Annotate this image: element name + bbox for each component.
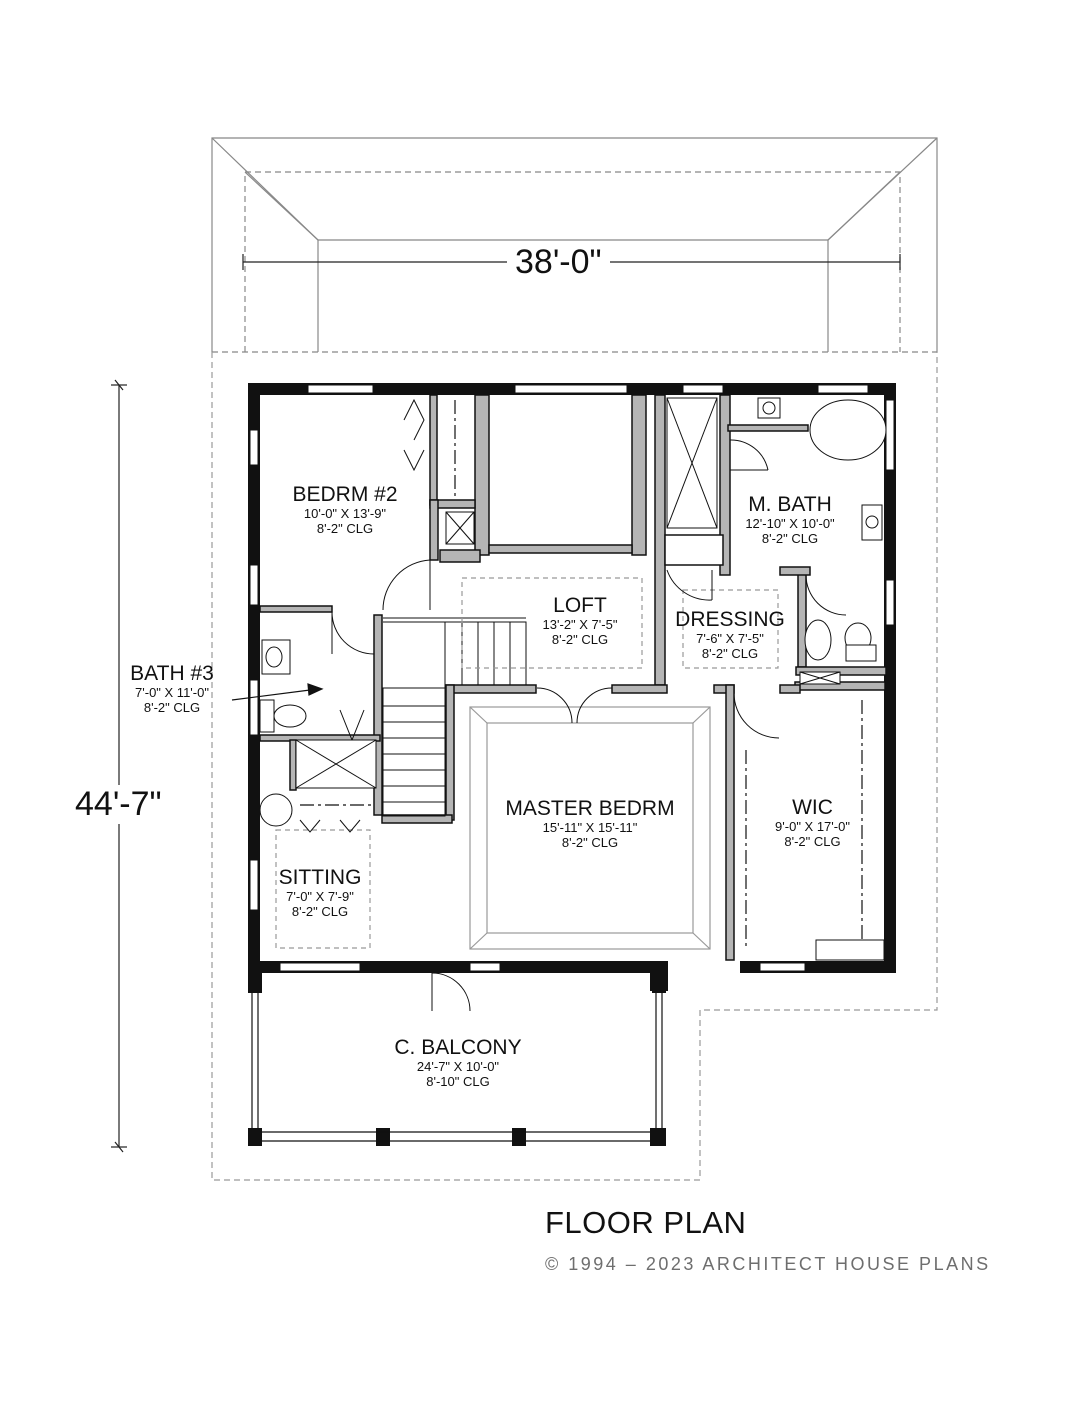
room-ceiling: 8'-2" CLG (143, 700, 201, 716)
bath-3-arrow (231, 683, 324, 701)
room-label-dressing: DRESSING 7'-6" X 7'-5" 8'-2" CLG (670, 608, 790, 662)
room-label-sitting: SITTING 7'-0" X 7'-9" 8'-2" CLG (265, 866, 375, 920)
room-size: 7'-0" X 11'-0" (135, 685, 209, 701)
room-name: M. BATH (748, 493, 832, 516)
room-name: WIC (792, 796, 833, 819)
room-ceiling: 8'-2" CLG (701, 646, 759, 662)
room-name: LOFT (553, 594, 607, 617)
room-ceiling: 8'-2" CLG (291, 904, 349, 920)
room-label-bedroom-2: BEDRM #2 10'-0" X 13'-9" 8'-2" CLG (270, 483, 420, 537)
balcony-structure (248, 973, 666, 1146)
room-size: 15'-11" X 15'-11" (542, 820, 638, 836)
room-name: DRESSING (675, 608, 785, 631)
room-size: 7'-0" X 7'-9" (286, 889, 354, 905)
room-name: MASTER BEDRM (505, 797, 675, 820)
ceiling-outlines (275, 577, 779, 950)
room-size: 12'-10" X 10'-0" (745, 516, 835, 532)
room-ceiling: 8'-2" CLG (551, 632, 609, 648)
room-ceiling: 8'-10" CLG (426, 1074, 490, 1090)
room-label-wic: WIC 9'-0" X 17'-0" 8'-2" CLG (750, 796, 875, 850)
room-label-balcony: C. BALCONY 24'-7" X 10'-0" 8'-10" CLG (368, 1036, 548, 1090)
room-size: 7'-6" X 7'-5" (696, 631, 764, 647)
room-size: 24'-7" X 10'-0" (416, 1059, 500, 1075)
room-name: BATH #3 (130, 662, 214, 685)
fixtures (259, 397, 887, 961)
doors (299, 398, 847, 1012)
width-dimension: 38'-0" (507, 243, 610, 282)
copyright-notice: © 1994 – 2023 ARCHITECT HOUSE PLANS (545, 1254, 991, 1274)
room-name: C. BALCONY (394, 1036, 522, 1059)
room-label-loft: LOFT 13'-2" X 7'-5" 8'-2" CLG (505, 594, 655, 648)
room-label-master-bath: M. BATH 12'-10" X 10'-0" 8'-2" CLG (725, 493, 855, 547)
depth-dimension: 44'-7" (67, 785, 170, 824)
room-ceiling: 8'-2" CLG (761, 531, 819, 547)
closet-rods (300, 400, 863, 950)
stairs (382, 617, 527, 817)
room-size: 9'-0" X 17'-0" (775, 819, 850, 835)
room-label-bath-3: BATH #3 7'-0" X 11'-0" 8'-2" CLG (122, 662, 222, 716)
windows (249, 384, 895, 972)
room-label-master-bedroom: MASTER BEDRM 15'-11" X 15'-11" 8'-2" CLG (480, 797, 700, 851)
room-size: 10'-0" X 13'-9" (303, 506, 387, 522)
room-ceiling: 8'-2" CLG (784, 834, 841, 850)
room-name: BEDRM #2 (292, 483, 398, 506)
interior-walls (259, 394, 887, 961)
plan-title: FLOOR PLAN (545, 1205, 747, 1240)
room-size: 13'-2" X 7'-5" (542, 617, 618, 633)
room-ceiling: 8'-2" CLG (561, 835, 619, 851)
room-name: SITTING (278, 866, 362, 889)
room-ceiling: 8'-2" CLG (316, 521, 374, 537)
overhang-outline (211, 352, 938, 1181)
